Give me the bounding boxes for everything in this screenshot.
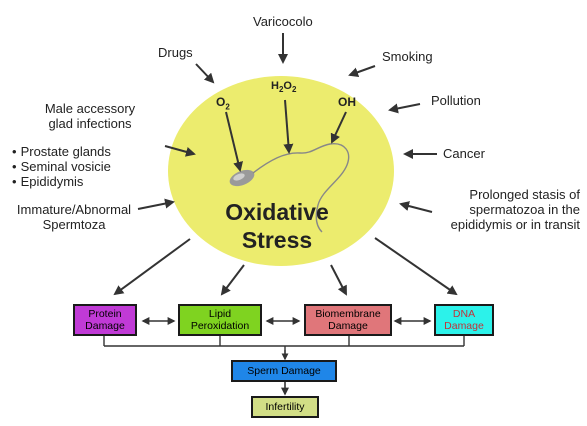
arrow-h2o2 [283,99,294,154]
list-glands: •Prostate glands •Seminal vosicie •Epidi… [12,144,111,190]
label-smoking: Smoking [382,49,433,64]
label-male-accessory-line1: Male accessory [44,101,136,116]
label-varicocolo: Varicocolo [253,14,313,29]
arrow-smoking [348,65,376,77]
arrow-male-accessory [164,145,196,157]
label-prolonged-line3: epididymis or in transit [450,216,580,232]
oxidative-stress-ellipse [168,76,394,266]
protein-line2: Damage [85,320,125,332]
label-male-accessory-line2: glad infections [48,115,132,131]
biomembrane-line2: Damage [328,320,368,332]
label-h2o2: H2O2 [271,80,297,95]
title-line2: Stress [241,227,313,254]
list-item-epididymis: •Epididymis [12,173,84,189]
label-oh: OH [338,95,356,109]
label-prolonged: Prolonged stasis of spermatozoa in the e… [412,187,580,233]
label-o2: O2 [216,95,230,112]
protein-line1: Protein [88,307,122,320]
arrow-pollution [388,103,421,114]
merge-connector [103,336,465,357]
arrow-to-biomembrane [330,264,347,296]
sperm-cell-illustration [229,143,350,233]
arrow-prolonged [399,201,433,213]
arrow-o2 [225,111,243,172]
label-prolonged-line1: Prolonged stasis of [469,187,580,202]
label-immature-line1: Immature/Abnormal [16,202,132,217]
box-infertility: Infertility [251,396,319,418]
arrow-to-lipid [220,264,245,296]
label-immature-line2: Spermtoza [42,216,106,232]
biomembrane-line1: Biomembrane [315,307,381,320]
dna-line2: Damage [444,320,484,332]
lipid-line2: Peroxidation [190,320,250,332]
list-item-prostate: •Prostate glands [12,144,111,159]
list-item-seminal: •Seminal vosicie [12,158,111,174]
oxidative-stress-title: Oxidative Stress [192,198,362,254]
arrow-to-dna [374,237,458,296]
label-drugs: Drugs [158,45,193,60]
label-prolonged-line2: spermatozoa in the [469,201,580,217]
label-male-accessory: Male accessory glad infections [30,101,150,132]
arrow-oh [330,111,347,144]
arrow-immature [137,198,175,210]
title-line1: Oxidative [225,199,329,225]
arrow-drugs [195,63,215,84]
arrow-to-protein [113,238,191,296]
label-cancer: Cancer [443,146,485,161]
label-immature: Immature/Abnormal Spermtoza [6,202,142,233]
lipid-line1: Lipid [208,307,232,320]
dna-line1: DNA [452,307,476,320]
label-pollution: Pollution [431,93,481,108]
box-sperm-damage: Sperm Damage [231,360,337,382]
